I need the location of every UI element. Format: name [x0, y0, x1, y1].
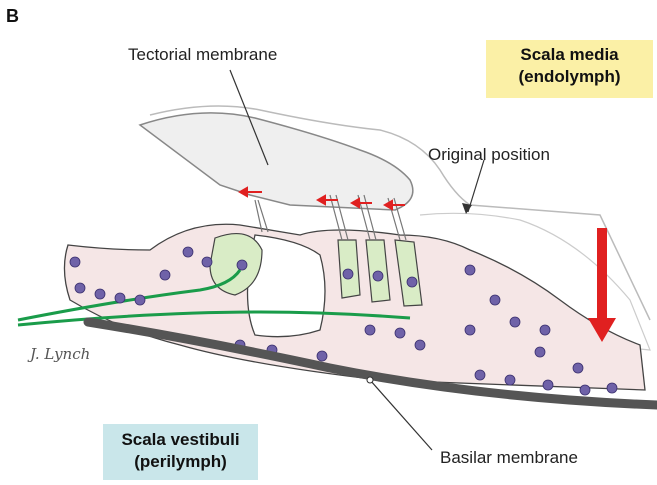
artist-signature: J. Lynch	[30, 345, 90, 363]
panel-label: B	[6, 6, 19, 27]
downward-displacement-arrow	[588, 228, 616, 342]
scala-vestibuli-subtitle: (perilymph)	[103, 451, 258, 473]
scala-media-title: Scala media	[486, 44, 653, 66]
scala-vestibuli-title: Scala vestibuli	[103, 429, 258, 451]
basilar-membrane-label: Basilar membrane	[440, 448, 578, 468]
basilar-pointer-dot	[367, 377, 373, 383]
tectorial-membrane	[140, 113, 413, 210]
scala-vestibuli-box: Scala vestibuli (perilymph)	[103, 424, 258, 480]
scala-media-box: Scala media (endolymph)	[486, 40, 653, 98]
tectorial-membrane-label: Tectorial membrane	[128, 45, 277, 65]
original-position-label: Original position	[428, 145, 550, 165]
scala-media-subtitle: (endolymph)	[486, 66, 653, 88]
